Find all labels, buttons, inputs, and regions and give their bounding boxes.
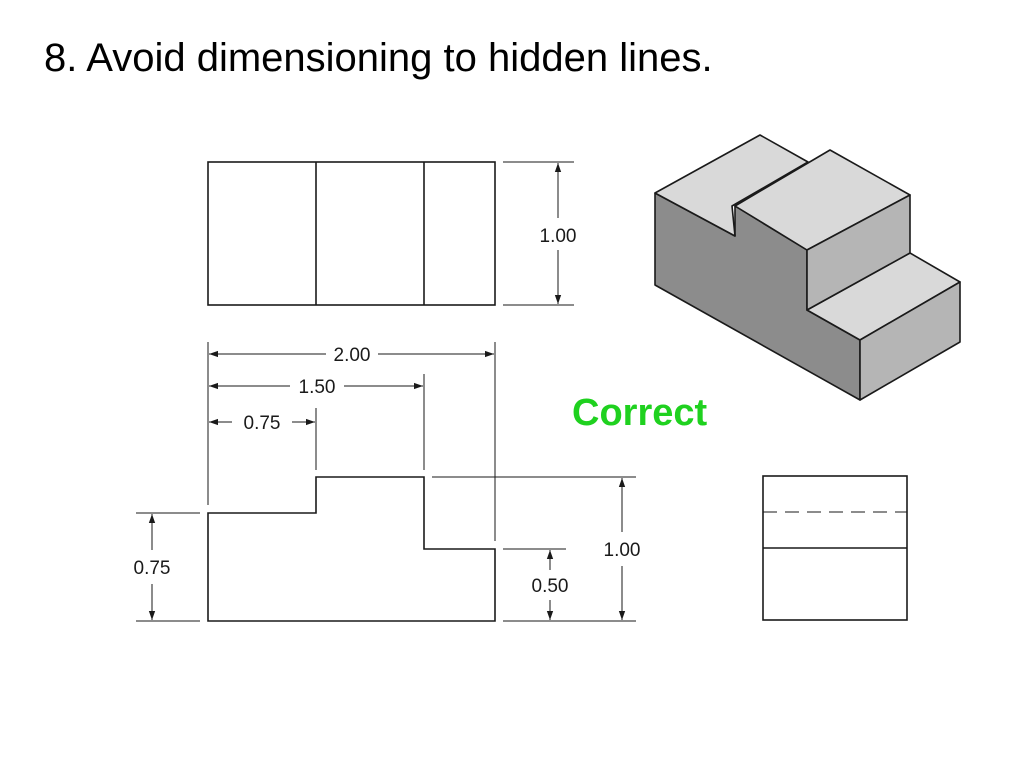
first-step-width-dimension: 0.75 bbox=[209, 413, 315, 434]
front-view-outline bbox=[207, 476, 496, 622]
slide-title: 8. Avoid dimensioning to hidden lines. bbox=[44, 36, 713, 80]
top-view-outline bbox=[207, 161, 496, 306]
side-view bbox=[762, 475, 908, 621]
front-view-extension-lines bbox=[207, 342, 496, 541]
step-width-dimension: 1.50 bbox=[209, 377, 423, 398]
dim-label-right-step-height: 0.50 bbox=[532, 576, 569, 597]
left-height-dimension: 0.75 bbox=[134, 512, 200, 622]
dim-label-overall-width: 2.00 bbox=[334, 345, 371, 366]
dim-label-left-height: 0.75 bbox=[134, 558, 171, 579]
overall-height-dimension: 1.00 bbox=[432, 476, 641, 622]
iso-right-face-upper bbox=[806, 194, 911, 311]
verdict-label: Correct bbox=[572, 392, 707, 434]
dim-label-top-height: 1.00 bbox=[540, 226, 577, 247]
iso-top-face-low bbox=[654, 134, 809, 237]
iso-right-face-lower bbox=[859, 281, 961, 401]
right-step-height-dimension: 0.50 bbox=[503, 548, 569, 620]
dim-label-step-width: 1.50 bbox=[299, 377, 336, 398]
overall-width-dimension: 2.00 bbox=[209, 345, 494, 366]
top-view bbox=[207, 161, 496, 306]
top-view-height-dimension: 1.00 bbox=[503, 161, 577, 306]
dim-label-overall-height: 1.00 bbox=[604, 540, 641, 561]
front-view bbox=[207, 476, 496, 622]
dim-label-first-step-width: 0.75 bbox=[244, 413, 281, 434]
isometric-view bbox=[654, 134, 961, 401]
